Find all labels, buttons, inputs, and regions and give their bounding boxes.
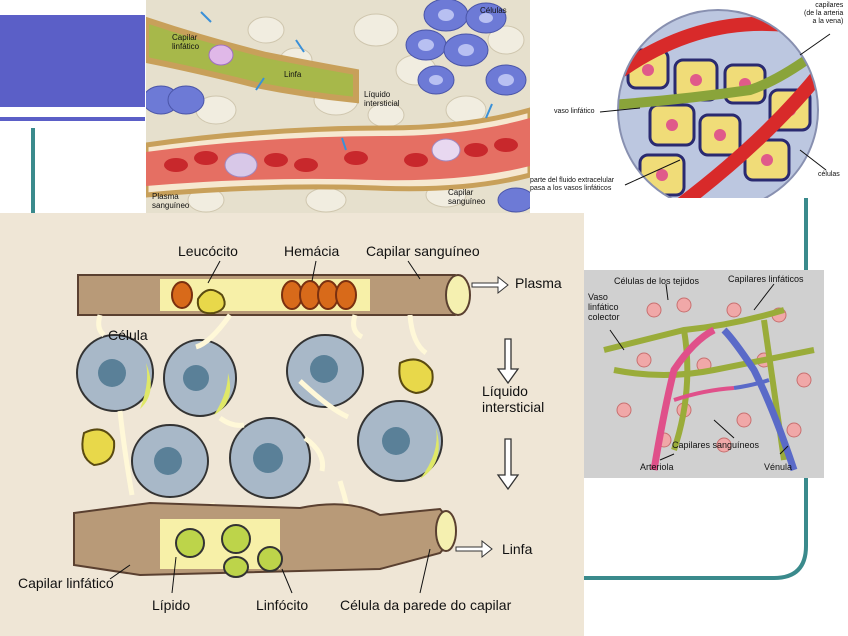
label-liquido-intersticial-main: Líquido intersticial	[482, 383, 545, 415]
label-plasma: Plasma	[515, 275, 562, 291]
label-vaso-linfatico-colector: Vaso linfático colector	[588, 292, 620, 322]
capillary-exchange-illustration	[73, 260, 520, 594]
label-leucocito: Leucócito	[178, 243, 238, 259]
label-capilares-sanguineos: Capilares sanguíneos	[672, 440, 760, 450]
label-parte-fluido: parte del fluido extracelular pasa a los…	[530, 177, 615, 192]
label-plasma-sanguineo: Plasma sanguíneo	[152, 192, 190, 210]
label-celula: Célula	[108, 327, 148, 343]
label-vaso-linfatico: vaso linfático	[554, 108, 595, 115]
panel-right-middle: Células de los tejidos Capilares linfáti…	[584, 270, 824, 478]
label-liquido-intersticial: Líquido intersticial	[364, 90, 400, 108]
label-capilar-linfatico: Capilar linfático	[172, 33, 200, 51]
label-linfa: Linfa	[284, 70, 302, 79]
tissue-network-illustration	[584, 270, 824, 478]
panel-main: Leucócito Hemácia Capilar sanguíneo Plas…	[0, 213, 584, 636]
label-celulas-tejidos: Células de los tejidos	[614, 276, 700, 286]
label-lipido: Lípido	[152, 597, 191, 613]
teal-line-right	[804, 198, 808, 270]
teal-line-left	[31, 128, 35, 216]
circular-tissue-illustration	[599, 9, 831, 211]
label-capilares: capilares (de la arteria a la vena)	[804, 2, 844, 25]
panel-top-middle: Células Capilar linfático Linfa Líquido …	[146, 0, 530, 213]
label-linfocito: Linfócito	[256, 597, 309, 613]
label-celulas: Células	[480, 6, 507, 15]
label-linfa-main: Linfa	[502, 541, 533, 557]
label-hemacia: Hemácia	[284, 243, 340, 259]
accent-rule	[0, 117, 145, 121]
label-capilares-linfaticos: Capilares linfáticos	[728, 274, 804, 284]
label-celulas-right: células	[818, 171, 840, 178]
label-arteriola: Arteriola	[640, 462, 674, 472]
label-capilar-sanguineo-main: Capilar sanguíneo	[366, 243, 480, 259]
teal-connector	[584, 478, 808, 580]
capillary-illustration	[146, 0, 530, 213]
panel-top-right: capilares (de la arteria a la vena) vaso…	[530, 0, 848, 211]
accent-block	[0, 15, 145, 107]
label-capilar-sanguineo: Capilar sanguíneo	[448, 188, 486, 206]
label-venula: Vénula	[764, 462, 793, 472]
label-celula-parede: Célula da parede do capilar	[340, 597, 512, 613]
label-capilar-linfatico-main: Capilar linfático	[18, 575, 114, 591]
